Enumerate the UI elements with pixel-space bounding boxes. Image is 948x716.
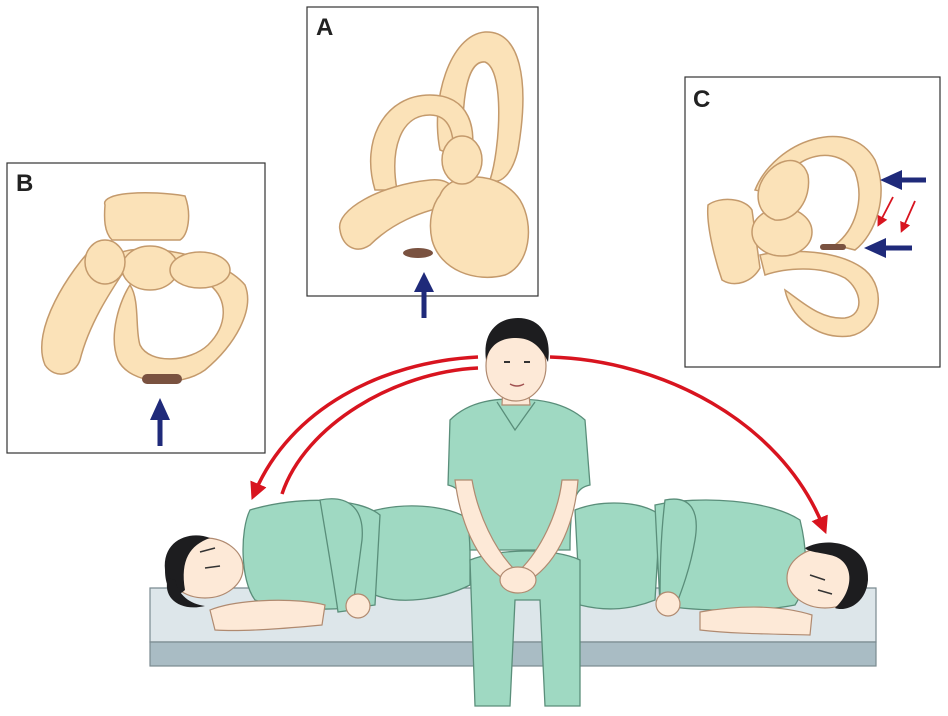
panel-a bbox=[306, 6, 539, 318]
cupula-mark bbox=[403, 248, 433, 258]
inner-ear-illustration bbox=[40, 192, 249, 383]
panel-a-label: A bbox=[316, 14, 334, 41]
red-arrow-to-right bbox=[549, 355, 828, 535]
patient-figure bbox=[164, 498, 471, 632]
patient-figure bbox=[447, 318, 591, 707]
panel-c-label: C bbox=[693, 86, 711, 113]
inner-ear-illustration bbox=[706, 135, 882, 338]
red-arrow-small bbox=[877, 196, 916, 233]
red-arrow-to-left bbox=[280, 366, 479, 495]
movement-arrows bbox=[250, 355, 828, 535]
red-arrow-to-left bbox=[250, 355, 479, 501]
blue-arrow-left bbox=[864, 238, 912, 258]
inner-ear-illustration bbox=[339, 31, 530, 279]
panel-b-label: B bbox=[16, 170, 34, 197]
panel-b bbox=[6, 162, 266, 454]
cupula-mark bbox=[142, 374, 182, 384]
cupula-mark bbox=[820, 244, 846, 250]
panel-c bbox=[684, 76, 941, 368]
blue-arrow-left bbox=[880, 170, 926, 190]
patient-figure bbox=[574, 498, 869, 636]
blue-arrow-up bbox=[150, 398, 170, 446]
blue-arrow-up bbox=[414, 272, 434, 318]
